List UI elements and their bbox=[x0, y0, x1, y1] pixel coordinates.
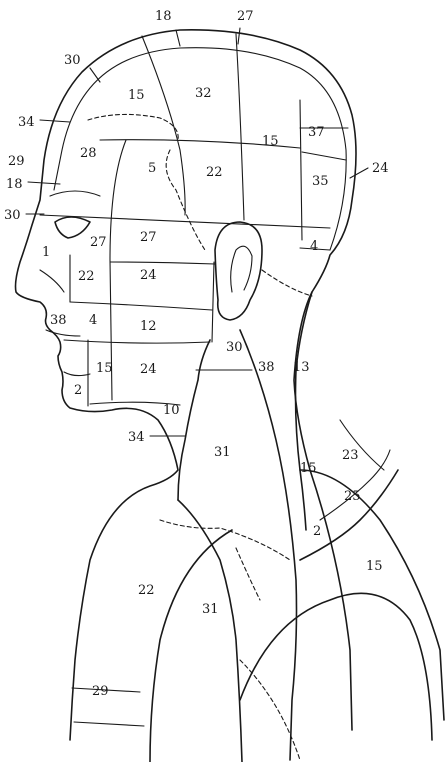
region-label: 28 bbox=[80, 146, 97, 161]
region-label: 4 bbox=[310, 239, 318, 254]
region-label: 30 bbox=[4, 208, 21, 223]
region-label: 25 bbox=[344, 489, 361, 504]
neck-back-line bbox=[296, 292, 313, 530]
region-label: 31 bbox=[214, 445, 231, 460]
region-label: 30 bbox=[226, 340, 243, 355]
tick-3 bbox=[90, 68, 100, 82]
region-label: 27 bbox=[140, 230, 157, 245]
region-vline-7 bbox=[212, 262, 214, 342]
dashed-line-3 bbox=[262, 270, 312, 296]
scalp-inner-line bbox=[54, 48, 346, 250]
ear-outline bbox=[215, 222, 262, 320]
head-outline bbox=[16, 30, 357, 740]
region-label: 27 bbox=[90, 235, 107, 250]
region-vline-1 bbox=[142, 36, 185, 215]
region-label: 22 bbox=[78, 269, 95, 284]
region-label: 32 bbox=[195, 86, 212, 101]
region-label: 22 bbox=[206, 165, 223, 180]
region-label: 15 bbox=[96, 361, 113, 376]
region-label: 27 bbox=[237, 9, 254, 24]
neck-front-line bbox=[178, 340, 210, 500]
region-line-13 bbox=[74, 722, 144, 726]
tick-7 bbox=[350, 168, 368, 178]
region-label: 18 bbox=[6, 177, 23, 192]
region-label: 31 bbox=[202, 602, 219, 617]
chest-line bbox=[150, 530, 232, 762]
region-label: 35 bbox=[312, 174, 329, 189]
region-label: 38 bbox=[258, 360, 275, 375]
nose-line bbox=[40, 270, 64, 292]
region-label: 24 bbox=[140, 268, 157, 283]
dashed-line-1 bbox=[88, 114, 178, 140]
region-labels: 18 27 30 15 32 34 15 37 28 5 22 35 24 29… bbox=[4, 9, 389, 699]
region-label: 2 bbox=[313, 524, 321, 539]
shoulder-front-line bbox=[178, 500, 242, 762]
region-label: 5 bbox=[148, 161, 156, 176]
region-label: 15 bbox=[128, 88, 145, 103]
eye-shape bbox=[55, 217, 90, 238]
region-line-4 bbox=[70, 302, 212, 310]
region-label: 18 bbox=[155, 9, 172, 24]
chin-line bbox=[64, 372, 90, 376]
region-label: 4 bbox=[89, 313, 97, 328]
region-label: 2 bbox=[74, 383, 82, 398]
region-label: 29 bbox=[92, 684, 109, 699]
dashed-line-5 bbox=[236, 548, 260, 600]
nape-line bbox=[240, 330, 297, 760]
region-label: 13 bbox=[293, 360, 310, 375]
region-line-3 bbox=[110, 262, 215, 264]
region-line-1 bbox=[40, 215, 330, 228]
region-label: 1 bbox=[42, 245, 50, 260]
tick-1 bbox=[176, 30, 180, 46]
region-label: 23 bbox=[342, 448, 359, 463]
region-label: 29 bbox=[8, 154, 25, 169]
region-label: 15 bbox=[300, 461, 317, 476]
region-label: 15 bbox=[366, 559, 383, 574]
eyebrow bbox=[50, 191, 100, 196]
ear-inner bbox=[231, 246, 252, 292]
region-label: 24 bbox=[140, 362, 157, 377]
region-label: 30 bbox=[64, 53, 81, 68]
region-vline-3 bbox=[300, 100, 302, 240]
arm-line bbox=[240, 593, 432, 740]
region-label: 22 bbox=[138, 583, 155, 598]
dashed-line-2 bbox=[166, 150, 205, 250]
region-label: 10 bbox=[163, 403, 180, 418]
region-label: 34 bbox=[128, 430, 145, 445]
region-label: 12 bbox=[140, 319, 157, 334]
tick-4 bbox=[40, 120, 70, 122]
region-label: 34 bbox=[18, 115, 35, 130]
tick-2 bbox=[238, 28, 240, 44]
region-vline-2 bbox=[236, 34, 244, 220]
region-label: 15 bbox=[262, 134, 279, 149]
dashed-line-4 bbox=[160, 520, 290, 560]
region-label: 38 bbox=[50, 313, 67, 328]
region-line-10 bbox=[302, 152, 346, 160]
region-label: 37 bbox=[308, 125, 325, 140]
region-label: 24 bbox=[372, 161, 389, 176]
region-line-5 bbox=[64, 340, 210, 343]
